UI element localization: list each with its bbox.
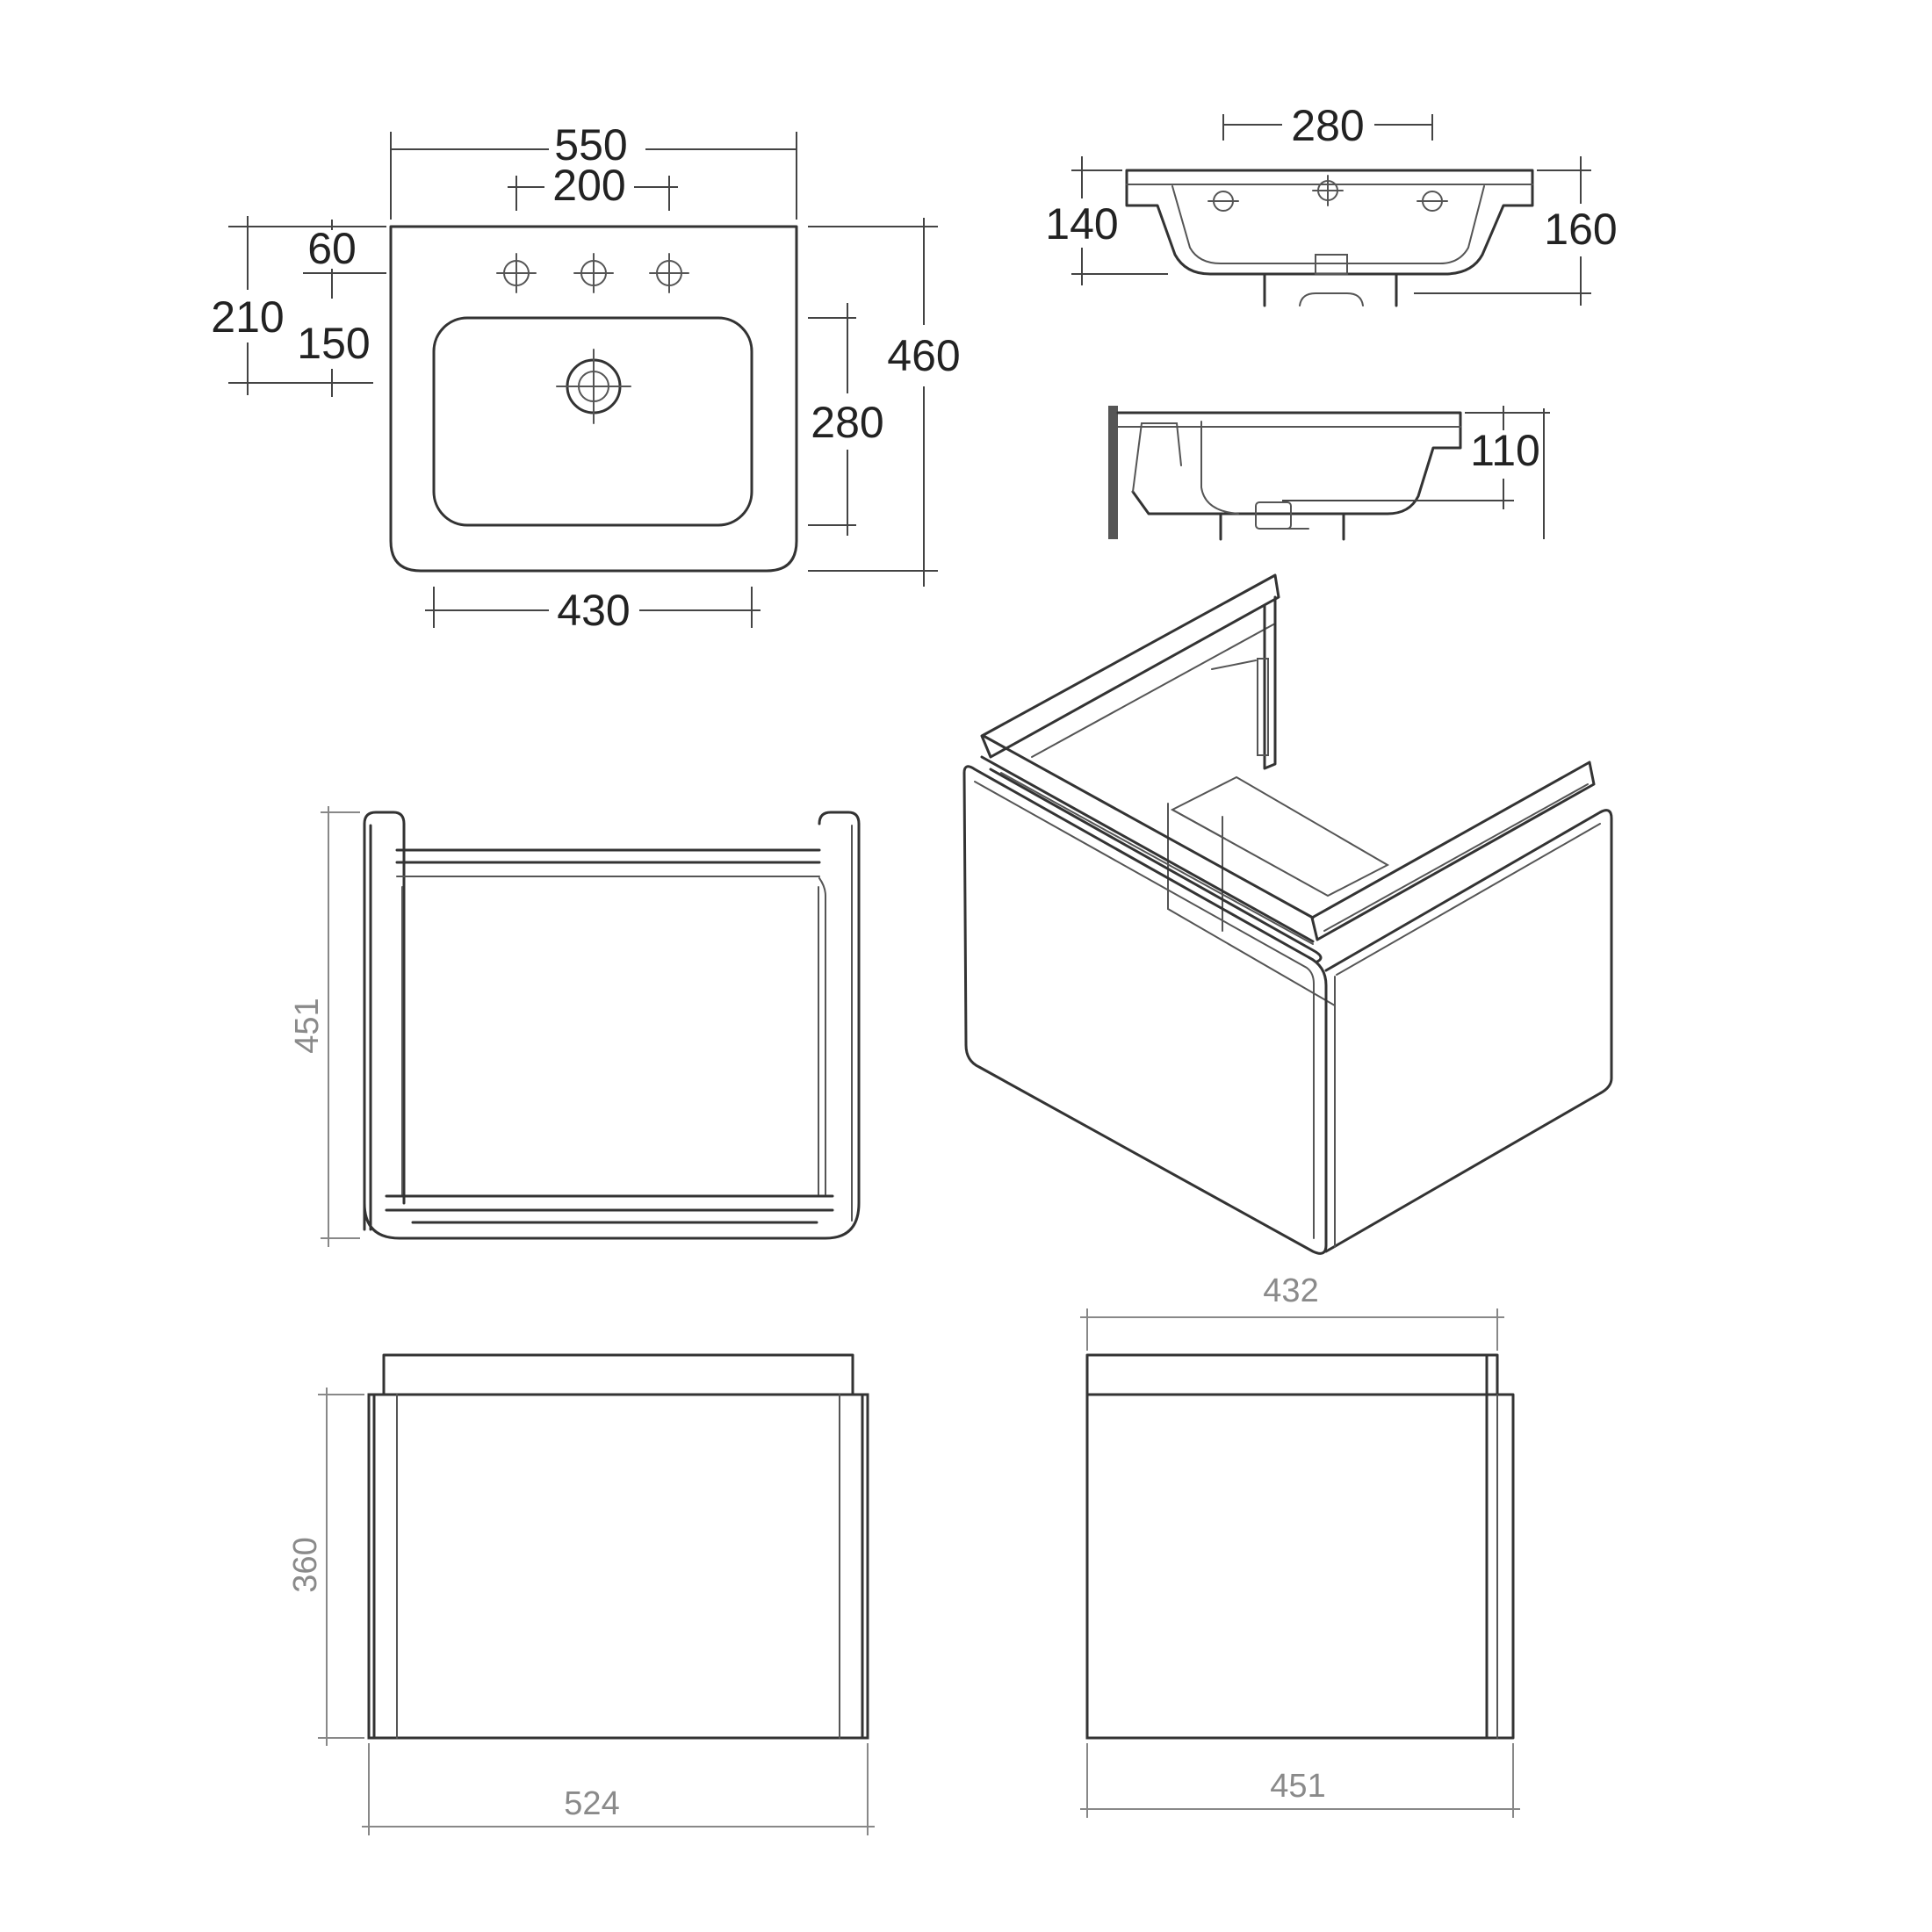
front-tap-center-icon	[1312, 175, 1344, 206]
dim-side-top-depth: 432	[1263, 1272, 1318, 1309]
dim-side-height: 110	[1470, 426, 1540, 475]
cabinet-isometric-view	[962, 573, 1613, 1255]
waste-outlet-icon	[556, 349, 631, 424]
tap-hole-center-icon	[573, 253, 614, 293]
dim-bowl-depth: 280	[811, 398, 883, 447]
dim-cabinet-width: 524	[564, 1785, 619, 1822]
front-tap-left-icon	[1208, 191, 1239, 212]
tap-hole-left-icon	[496, 253, 537, 293]
cabinet-front-view: 360 524	[287, 1353, 875, 1835]
dim-bowl-offset: 150	[297, 319, 370, 368]
dim-front-tap-spacing: 280	[1291, 101, 1364, 150]
dim-basin-width: 550	[554, 120, 627, 169]
cabinet-side-view: 432 451	[1080, 1272, 1520, 1818]
dim-rim-depth: 140	[1045, 199, 1118, 249]
basin-front-view: 280 140 160	[1045, 101, 1618, 307]
front-tap-right-icon	[1417, 191, 1448, 212]
dim-tap-spacing: 200	[552, 161, 625, 210]
dim-side-depth: 451	[1270, 1768, 1325, 1805]
cabinet-top-view: 451	[289, 806, 861, 1247]
basin-plan-view: 550 200 210 60 150 460 280 430	[211, 120, 960, 635]
dim-tap-to-bowl: 210	[211, 292, 284, 342]
basin-side-view: 110	[1108, 406, 1550, 541]
dim-bowl-width: 430	[557, 586, 630, 635]
dim-tap-offset: 60	[307, 224, 357, 273]
dim-basin-depth: 460	[887, 331, 960, 380]
tap-hole-right-icon	[649, 253, 689, 293]
dim-cabinet-height: 360	[287, 1537, 324, 1592]
wall-section	[1108, 406, 1118, 539]
dim-cabinet-depth: 451	[289, 998, 326, 1053]
dim-basin-height: 160	[1544, 205, 1617, 254]
